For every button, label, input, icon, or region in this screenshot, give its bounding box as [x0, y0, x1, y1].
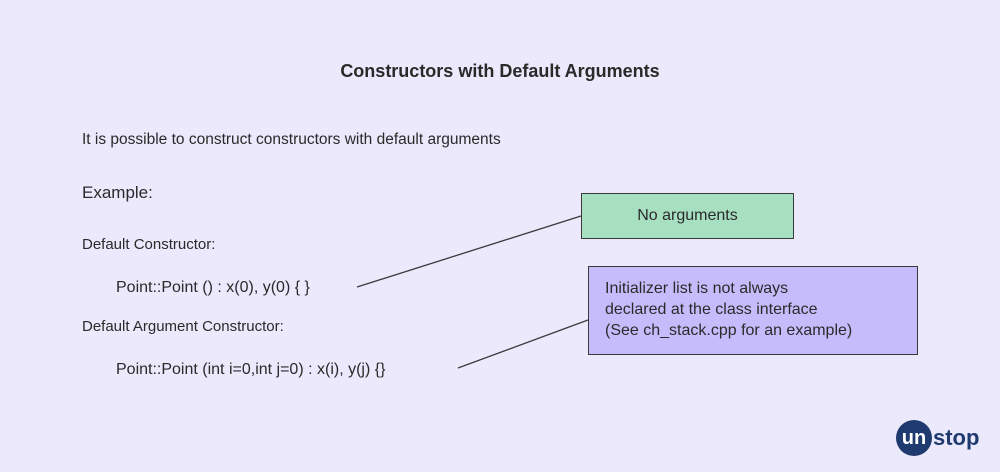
intro-text: It is possible to construct constructors… [82, 131, 501, 148]
unstop-logo: un stop [896, 420, 979, 456]
initializer-line-1: Initializer list is not always [605, 280, 789, 297]
example-label: Example: [82, 183, 153, 202]
logo-circle: un [896, 420, 932, 456]
connector-initializer-list [457, 319, 589, 369]
initializer-line-3: (See ch_stack.cpp for an example) [605, 322, 853, 339]
initializer-line-2: declared at the class interface [605, 301, 818, 318]
no-arguments-callout: No arguments [581, 193, 794, 239]
connector-no-arguments [356, 215, 582, 288]
default-argument-constructor-label: Default Argument Constructor: [82, 318, 284, 335]
default-argument-constructor-code: Point::Point (int i=0,int j=0) : x(i), y… [116, 361, 386, 378]
default-constructor-label: Default Constructor: [82, 236, 216, 253]
initializer-list-callout: Initializer list is not always declared … [588, 266, 918, 355]
default-constructor-code: Point::Point () : x(0), y(0) { } [116, 279, 310, 296]
no-arguments-text: No arguments [637, 207, 738, 224]
page-title: Constructors with Default Arguments [340, 61, 660, 81]
logo-wordmark: stop [933, 425, 980, 450]
